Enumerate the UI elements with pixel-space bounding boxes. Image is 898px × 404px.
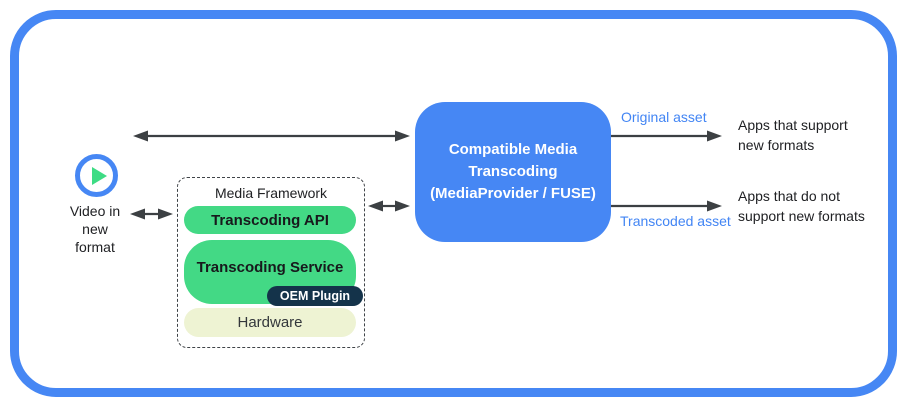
original-asset-label: Original asset	[621, 109, 707, 125]
apps-support-line: Apps that support	[738, 117, 848, 133]
compatible-media-transcoding-box: Compatible Media Transcoding (MediaProvi…	[415, 102, 611, 242]
transcoding-api-label: Transcoding API	[211, 211, 329, 229]
media-framework-group: Media Framework Transcoding API Transcod…	[177, 177, 365, 348]
video-source-label-line: new	[82, 220, 108, 237]
video-source-label-line: Video in	[69, 203, 121, 219]
apps-support-label: Apps that support new formats	[738, 116, 848, 155]
apps-no-support-label: Apps that do not support new formats	[738, 187, 865, 226]
hardware-layer: Hardware	[184, 308, 356, 337]
hardware-label: Hardware	[237, 314, 303, 331]
media-framework-title: Media Framework	[214, 185, 328, 201]
apps-no-support-line: Apps that do not	[738, 188, 840, 204]
transcoded-asset-label: Transcoded asset	[620, 213, 731, 229]
transcoding-service-label: Transcoding Service	[196, 259, 344, 276]
play-icon	[75, 154, 118, 197]
transcoder-label-line: (MediaProvider / FUSE)	[430, 184, 596, 202]
apps-no-support-line: support new formats	[738, 207, 865, 224]
outer-frame	[10, 10, 897, 397]
play-triangle-icon	[91, 166, 107, 185]
video-source-label: Video in new format	[57, 203, 133, 257]
video-source-label-line: format	[75, 238, 115, 255]
transcoder-label-line: Compatible Media	[448, 141, 578, 159]
apps-support-line: new formats	[738, 136, 815, 153]
transcoding-api-layer: Transcoding API	[184, 206, 356, 234]
oem-plugin-label: OEM Plugin	[279, 289, 351, 303]
transcoder-label-line: Transcoding	[468, 163, 558, 181]
oem-plugin-badge: OEM Plugin	[267, 286, 363, 306]
